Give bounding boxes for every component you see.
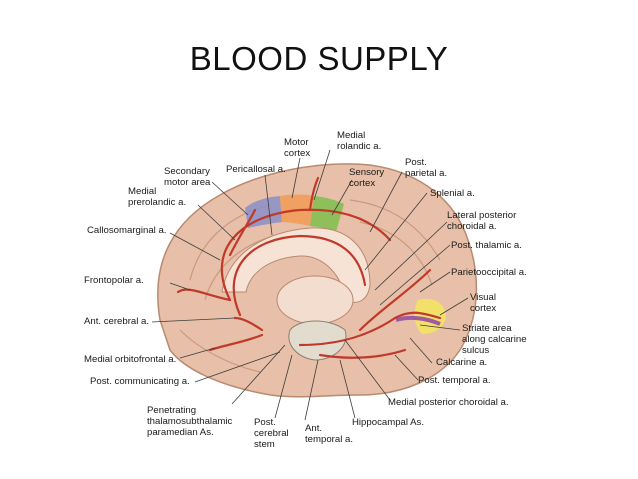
label-ant-temporal: Ant. temporal a.	[305, 423, 353, 445]
rolandic-artery	[308, 176, 320, 212]
label-medial-rolandic: Medial rolandic a.	[337, 130, 382, 152]
label-callosomarginal: Callosomarginal a.	[87, 225, 167, 236]
parietooccipital-artery	[358, 268, 432, 332]
label-striate-area: Striate area along calcarine sulcus	[462, 323, 527, 356]
prerolandic-artery	[228, 208, 257, 257]
slide-title: BLOOD SUPPLY	[189, 40, 449, 77]
callosomarginal-artery	[220, 208, 392, 302]
striate-area	[395, 315, 441, 326]
label-medial-post-choroidal: Medial posterior choroidal a.	[388, 397, 509, 408]
sensory-cortex-area	[310, 196, 344, 232]
gyrus-shading	[179, 199, 441, 373]
label-secondary-motor: Secondary motor area	[164, 166, 211, 188]
label-pericallosal: Pericallosal a.	[226, 164, 286, 175]
label-post-thalamic: Post. thalamic a.	[451, 240, 522, 251]
ant-cerebral-artery	[233, 316, 264, 332]
medial-orbitofrontal-artery	[208, 333, 264, 352]
label-sensory-cortex: Sensory cortex	[349, 167, 385, 189]
label-post-cerebral-stem: Post. cerebral stem	[254, 417, 289, 450]
label-motor-cortex: Motor cortex	[284, 137, 311, 159]
leader-lines	[151, 149, 469, 421]
label-penetrating: Penetrating thalamosubthalamic paramedia…	[147, 405, 233, 438]
label-frontopolar: Frontopolar a.	[84, 275, 144, 286]
arteries	[176, 176, 442, 359]
secondary-motor-area	[245, 196, 282, 228]
label-ant-cerebral: Ant. cerebral a.	[84, 316, 150, 327]
label-post-communicating: Post. communicating a.	[90, 376, 190, 387]
frontopolar-artery	[176, 288, 232, 302]
pericallosal-artery	[232, 234, 367, 317]
thalamus	[276, 275, 354, 325]
label-post-temporal: Post. temporal a.	[418, 375, 491, 386]
post-cerebral-artery	[298, 311, 442, 347]
brainstem	[288, 320, 347, 361]
label-lateral-post-choroidal: Lateral posterior choroidal a.	[447, 210, 517, 232]
label-visual-cortex: Visual cortex	[470, 292, 497, 314]
label-post-parietal: Post. parietal a.	[405, 157, 448, 179]
label-medial-prerolandic: Medial prerolandic a.	[128, 186, 187, 208]
label-medial-orbitofrontal: Medial orbitofrontal a.	[84, 354, 177, 365]
label-calcarine: Calcarine a.	[436, 357, 488, 368]
temporal-artery	[318, 348, 407, 359]
label-hippocampal: Hippocampal As.	[352, 417, 424, 428]
label-parietooccipital: Parietooccipital a.	[451, 267, 527, 278]
label-splenial: Splenial a.	[430, 188, 475, 199]
